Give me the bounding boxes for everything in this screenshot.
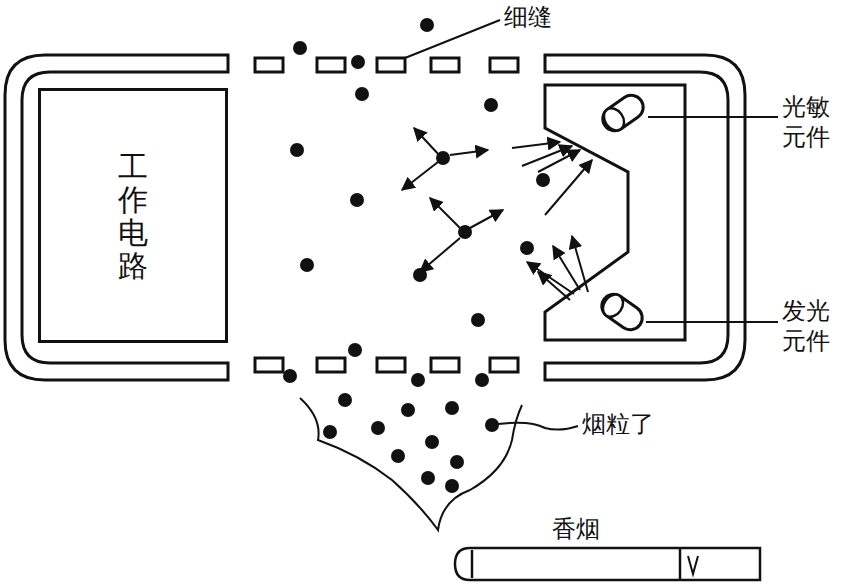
smoke-particle [371,421,385,435]
ray-arrow [430,198,460,228]
slit [317,358,345,372]
smoke-particle [283,369,297,383]
smoke-particle [413,268,427,282]
slit [490,58,518,72]
optical-chamber [545,85,685,340]
smoke-particle [300,258,314,272]
smoke-particle [421,471,435,485]
ray-arrow [420,238,460,272]
cigarette [455,548,760,580]
part-label: 光敏元件 [782,92,832,152]
light-emitter [597,290,647,335]
ray-arrow [522,146,572,166]
smoke-particle [290,143,304,157]
smoke-particle [485,418,499,432]
slit [317,58,345,72]
smoke-cloud [300,398,522,530]
smoke-particle [348,343,362,357]
smoke-particle [458,225,472,239]
leader-lines [405,20,778,430]
smoke-particle [425,435,439,449]
slit [431,58,459,72]
housing [5,55,745,380]
smoke-particle [445,479,459,493]
smoke-particle [520,241,534,255]
smoke-particle [450,455,464,469]
ray-arrow [527,262,574,294]
smoke-particle [420,18,434,32]
ray-arrow [545,160,592,215]
smoke-particle [351,55,365,69]
node-text: 工作电路 [118,150,148,282]
part-label: 发光元件 [782,296,832,356]
part-label: 香烟 [552,514,600,544]
part-label: 烟粒了 [582,409,654,439]
slit [255,358,283,372]
smoke-particle [411,373,425,387]
smoke-particle [401,403,415,417]
smoke-particle [475,373,489,387]
part-label: 细缝 [504,2,552,32]
slit [377,358,405,372]
slit [255,58,283,72]
ray-arrow [402,162,438,190]
smoke-particle [293,41,307,55]
smoke-particle [355,87,369,101]
smoke-particle [436,151,450,165]
photo-sensor [598,91,648,136]
smoke-particle [338,393,352,407]
ray-arrow [450,150,488,155]
slits [255,58,518,372]
ray-arrow [572,236,588,292]
smoke-particle [391,449,405,463]
circuit-box: 工作电路 [38,88,228,343]
ray-arrow [538,272,570,300]
smoke-particles [283,18,550,493]
slit [431,358,459,372]
ray-arrow [538,150,580,172]
smoke-particle [350,193,364,207]
ray-arrow [470,210,503,228]
ray-arrow [512,142,560,148]
slit [490,358,518,372]
smoke-particle [471,313,485,327]
slit [377,58,405,72]
light-rays [402,128,592,300]
smoke-particle [445,401,459,415]
smoke-particle [484,98,498,112]
ray-arrow [414,128,440,156]
smoke-particle [323,425,337,439]
smoke-particle [536,173,550,187]
